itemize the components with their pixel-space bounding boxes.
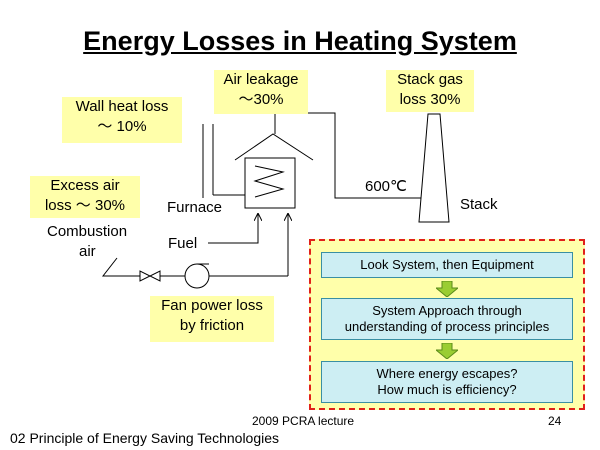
note-wall-heat-loss: Wall heat loss ～ 10% bbox=[62, 97, 182, 143]
label-combustion: Combustion bbox=[47, 223, 128, 240]
combustion-air-line bbox=[101, 257, 140, 277]
stack-chimney bbox=[418, 113, 450, 223]
note-air-leakage: Air leakage ～30% bbox=[214, 70, 308, 114]
note-excess-air-loss: Excess air loss ～ 30% bbox=[30, 176, 140, 218]
footer-course: 02 Principle of Energy Saving Technologi… bbox=[10, 430, 280, 446]
label-furnace: Furnace bbox=[167, 199, 223, 216]
arrow-down-icon bbox=[436, 343, 458, 359]
step-look-system: Look System, then Equipment bbox=[321, 252, 573, 278]
heater-roof bbox=[234, 133, 314, 161]
note-stack-gas-loss: Stack gas loss 30% bbox=[386, 70, 474, 112]
label-fuel: Fuel bbox=[168, 235, 198, 252]
flue-gas-line bbox=[274, 112, 433, 198]
heat-coil bbox=[253, 165, 285, 198]
label-stack: Stack bbox=[460, 196, 498, 213]
label-temperature: 600℃ bbox=[365, 178, 407, 195]
footer-lecture: 2009 PCRA lecture bbox=[252, 414, 355, 428]
label-air: air bbox=[79, 243, 96, 260]
fan-icon bbox=[184, 263, 210, 289]
footer-page-number: 24 bbox=[548, 414, 562, 428]
approach-panel: Look System, then Equipment System Appro… bbox=[309, 239, 585, 410]
arrow-down-icon bbox=[436, 281, 458, 297]
step-system-approach: System Approach through understanding of… bbox=[321, 298, 573, 340]
step-energy-escapes: Where energy escapes? How much is effici… bbox=[321, 361, 573, 403]
heater-box bbox=[244, 157, 296, 209]
valve-icon bbox=[139, 270, 152, 282]
fuel-line bbox=[208, 214, 258, 244]
note-fan-power-loss: Fan power loss by friction bbox=[150, 296, 274, 342]
slide-title: Energy Losses in Heating System bbox=[83, 26, 517, 56]
